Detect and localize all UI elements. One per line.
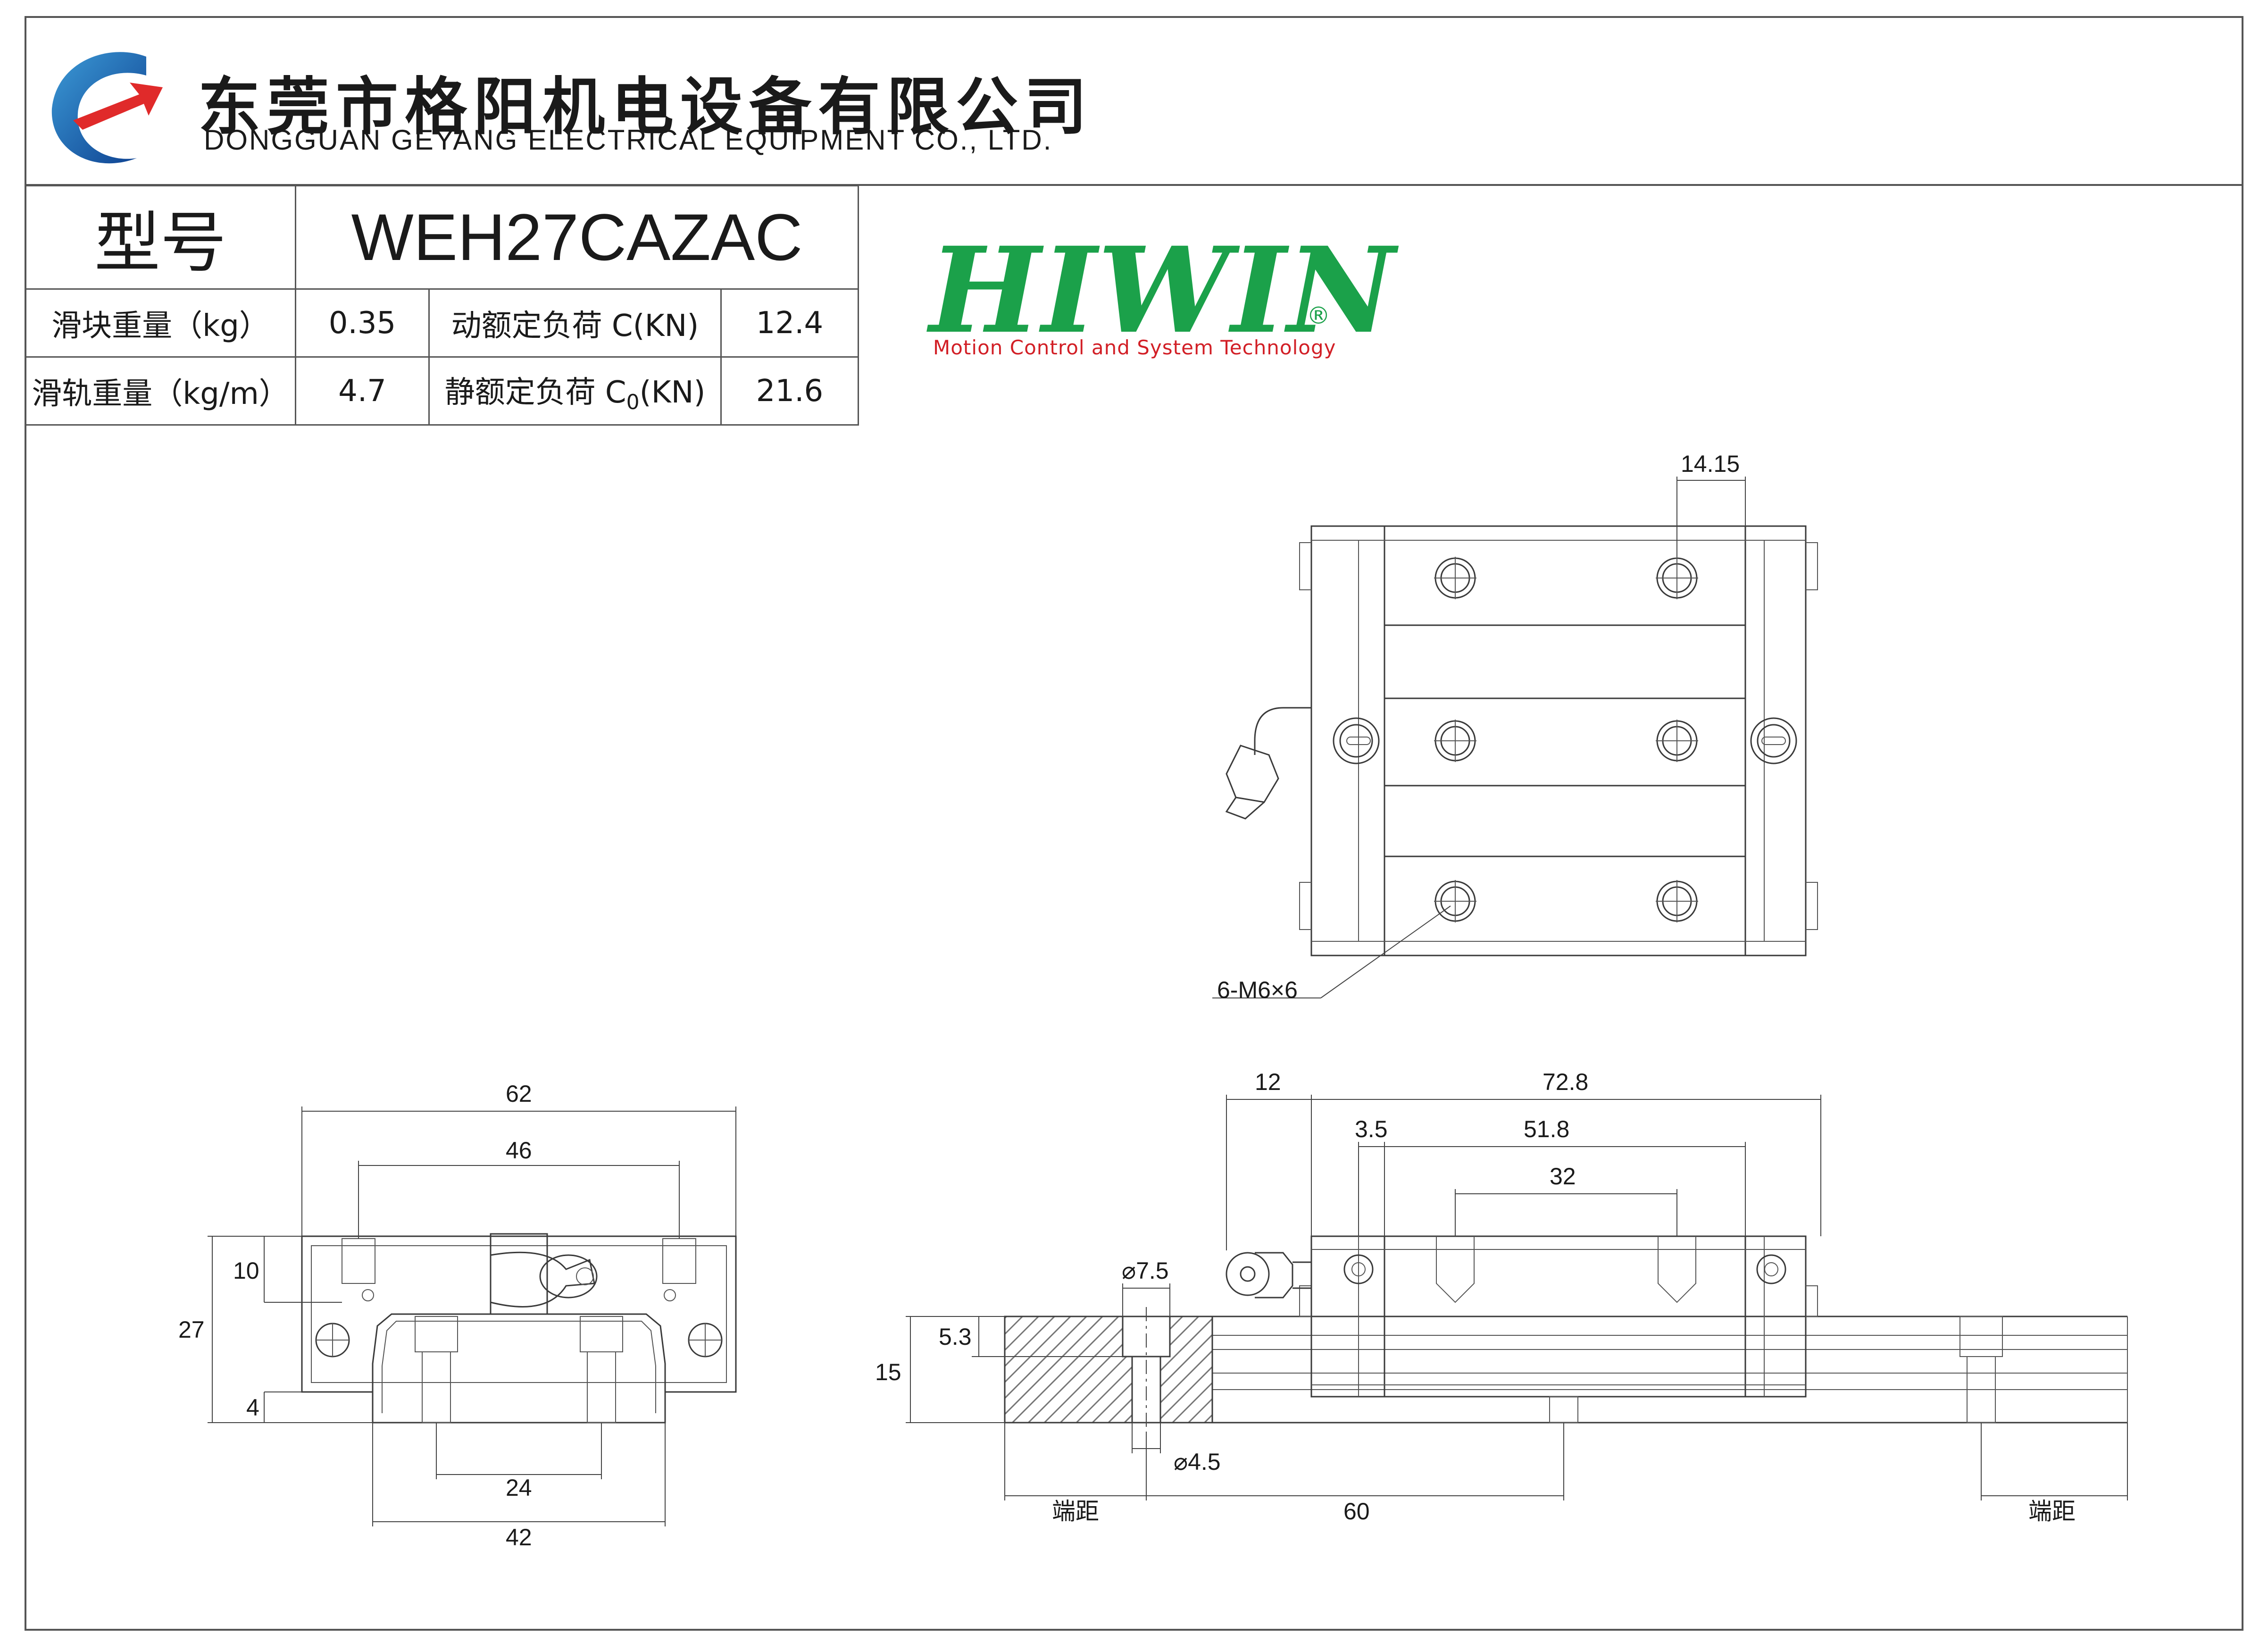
- dim-3-5: 3.5: [1355, 1116, 1388, 1142]
- dynamic-load-value: 12.4: [720, 288, 859, 358]
- model-value: WEH27CAZAC: [295, 185, 859, 290]
- slider-weight-value: 0.35: [295, 288, 430, 358]
- dim-14-15: 14.15: [1681, 451, 1740, 477]
- end-view: 62 46 27 10 4 24 42: [178, 1081, 737, 1550]
- header-rule: [25, 184, 2243, 186]
- company-logo: [51, 52, 163, 164]
- slider-weight-label: 滑块重量（kg）: [25, 288, 296, 358]
- rail-weight-value: 4.7: [295, 356, 430, 426]
- company-name-cn: 东莞市格阳机电设备有限公司: [198, 71, 1093, 143]
- static-load-tail: (KN): [639, 375, 706, 410]
- dim-60: 60: [1343, 1498, 1370, 1525]
- dim-24: 24: [506, 1475, 532, 1501]
- hiwin-logo: HIWIN ® Motion Control and System Techno…: [929, 231, 1395, 368]
- dim-72-8: 72.8: [1543, 1069, 1588, 1095]
- dim-62: 62: [506, 1081, 532, 1107]
- static-load-main: 静额定负荷 C: [444, 375, 626, 410]
- dim-d4-5: ⌀4.5: [1174, 1449, 1221, 1475]
- spec-table: 型号 WEH27CAZAC 滑块重量（kg） 0.35 动额定负荷 C(KN) …: [25, 185, 859, 426]
- dynamic-load-label: 动额定负荷 C(KN): [428, 288, 722, 358]
- dim-51-8: 51.8: [1524, 1116, 1569, 1142]
- end-distance-right: 端距: [2028, 1498, 2076, 1525]
- hiwin-wordmark: HIWIN: [929, 221, 1396, 360]
- static-load-label: 静额定负荷 C0(KN): [428, 356, 722, 426]
- callout-6-m6x6: 6-M6×6: [1217, 977, 1298, 1003]
- registered-mark: ®: [1307, 302, 1330, 329]
- dim-10: 10: [233, 1257, 259, 1284]
- dim-d7-5: ⌀7.5: [1122, 1257, 1169, 1284]
- end-distance-left: 端距: [1052, 1498, 1099, 1525]
- side-view: 12 72.8 3.5 51.8 32 ⌀7.5 ⌀4.5 5.3 15: [875, 1069, 2128, 1525]
- dim-4: 4: [246, 1394, 259, 1421]
- hiwin-tagline: Motion Control and System Technology: [933, 336, 1336, 359]
- top-view: 14.15 6-M6×6: [1212, 451, 1818, 1003]
- rail-weight-label: 滑轨重量（kg/m）: [25, 356, 296, 426]
- dim-42: 42: [506, 1524, 532, 1550]
- dim-32: 32: [1550, 1163, 1576, 1190]
- company-name-en: DONGGUAN GEYANG ELECTRICAL EQUIPMENT CO.…: [204, 124, 1053, 156]
- static-load-value: 21.6: [720, 356, 859, 426]
- sheet-border: [25, 16, 2243, 1631]
- dim-46: 46: [506, 1137, 532, 1164]
- dim-12: 12: [1255, 1069, 1281, 1095]
- dim-15: 15: [875, 1359, 901, 1385]
- static-load-sub: 0: [626, 390, 640, 414]
- dim-5-3: 5.3: [939, 1324, 972, 1350]
- dim-27: 27: [178, 1316, 205, 1343]
- model-label: 型号: [25, 185, 296, 290]
